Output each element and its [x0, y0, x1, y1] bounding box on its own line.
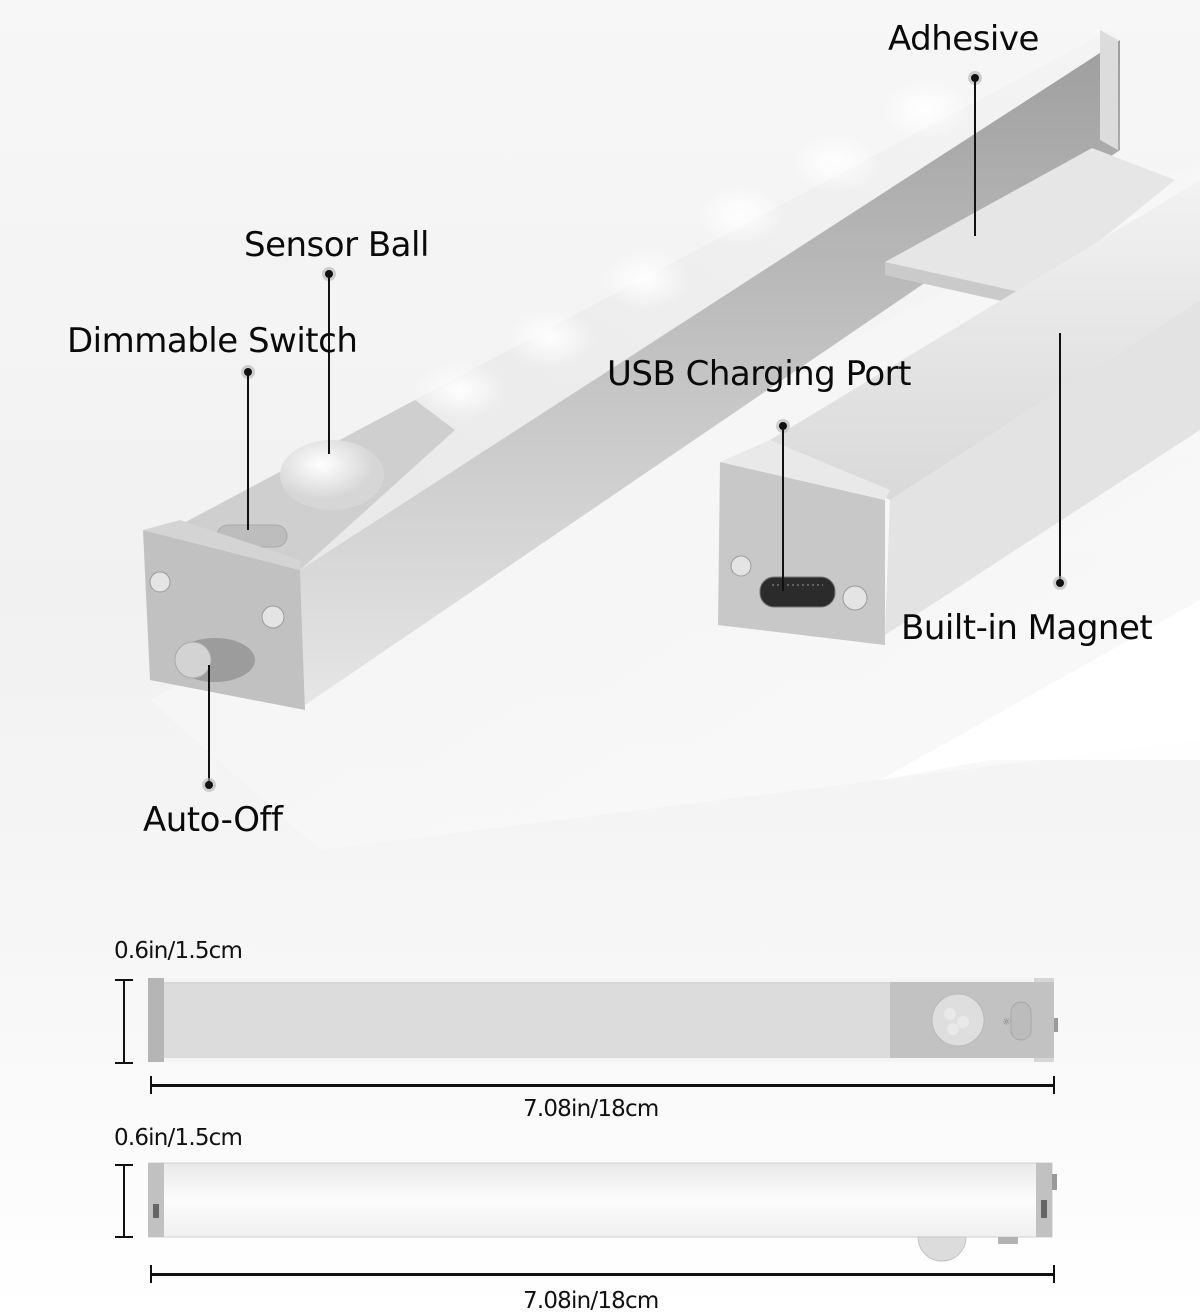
product-illustration — [143, 30, 1200, 850]
callout-usb-charging-port: USB Charging Port — [607, 354, 911, 394]
length-tick-right — [1053, 1076, 1055, 1094]
length-dimension-line — [150, 1084, 1055, 1087]
callout-leader-line — [328, 274, 330, 454]
side-view-bar — [148, 1162, 1057, 1262]
sensor-ball-dome — [917, 1236, 967, 1262]
callout-built-in-magnet: Built-in Magnet — [901, 608, 1153, 648]
callout-leader-line — [1059, 333, 1061, 581]
led-glows — [415, 80, 970, 420]
screw-icon — [261, 605, 285, 629]
callout-adhesive: Adhesive — [888, 19, 1039, 59]
callout-leader-line — [208, 665, 210, 783]
light-bar-side — [300, 40, 1120, 705]
screw-icon — [149, 571, 171, 593]
usb-c-port — [759, 576, 836, 608]
callout-dot — [1056, 579, 1064, 587]
callout-dot — [205, 781, 213, 789]
callout-auto-off: Auto-Off — [143, 800, 283, 840]
callout-leader-line — [782, 426, 784, 591]
screw-icon — [842, 585, 868, 611]
top-view-length-label: 7.08in/18cm — [523, 1096, 659, 1122]
adhesive-plate — [885, 148, 1175, 305]
callout-leader-line — [974, 78, 976, 236]
callout-leader-line — [247, 372, 249, 530]
top-view-bar: ☼ — [148, 978, 1058, 1062]
svg-text:☼: ☼ — [1002, 1017, 1011, 1028]
height-dimension-line — [123, 979, 125, 1063]
side-view-length-label: 7.08in/18cm — [523, 1288, 659, 1314]
side-view-height-label: 0.6in/1.5cm — [114, 1125, 243, 1151]
top-view-height-label: 0.6in/1.5cm — [114, 938, 243, 964]
height-tick-bottom — [115, 1236, 133, 1238]
length-dimension-line — [150, 1273, 1055, 1276]
height-dimension-line — [123, 1164, 125, 1238]
dimmable-switch-button — [1010, 1001, 1032, 1041]
callout-dimmable-switch: Dimmable Switch — [67, 321, 358, 361]
height-tick-bottom — [115, 1062, 133, 1064]
auto-off-toggle-knob — [174, 641, 212, 679]
sensor-ball-dome — [280, 440, 384, 510]
screw-icon — [730, 555, 752, 577]
callout-sensor-ball: Sensor Ball — [244, 225, 429, 265]
length-tick-right — [1053, 1265, 1055, 1283]
